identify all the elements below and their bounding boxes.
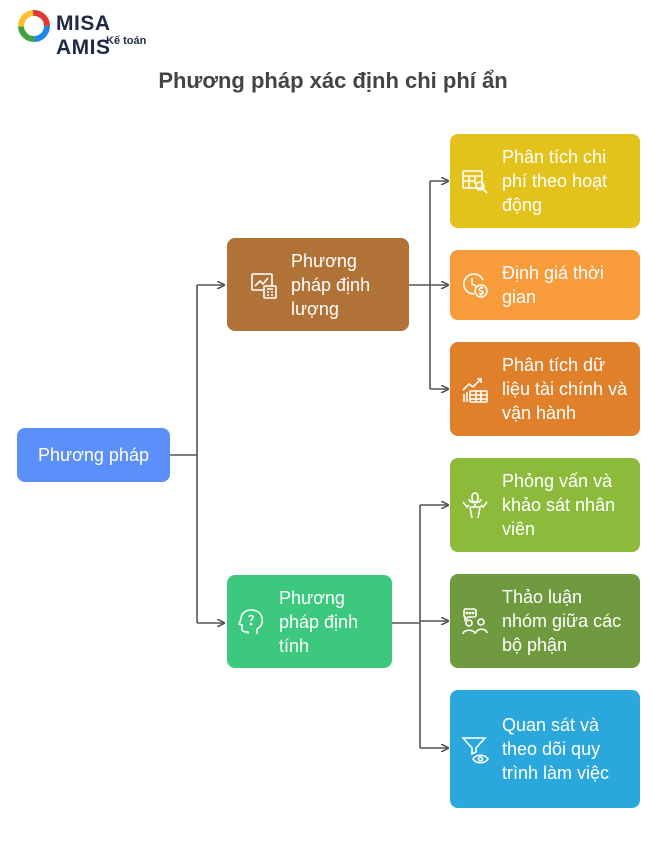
microphone-person-icon [460,490,490,520]
node-root: Phương pháp [17,428,170,482]
node-qualitative-label: Phương pháp định tính [279,587,359,656]
node-time-pricing: Định giá thời gian [450,250,640,320]
node-data-analysis: Phân tích dữ liệu tài chính và vận hành [450,342,640,436]
chart-calculator-icon [249,270,279,300]
misa-logo-icon [18,10,50,42]
node-quantitative: Phương pháp định lượng [227,238,409,331]
head-question-icon [237,607,267,637]
node-qualitative: Phương pháp định tính [227,575,392,668]
brand-logo: MISA AMIS Kế toán [18,10,168,59]
page-title: Phương pháp xác định chi phí ẩn [158,68,508,93]
brand-name: MISA AMIS [56,12,111,59]
clock-dollar-icon [460,270,490,300]
node-activity-cost-label: Phân tích chi phí theo hoạt động [502,147,608,215]
table-search-icon [460,166,490,196]
node-discussion-label: Thảo luận nhóm giữa các bộ phận [502,587,622,655]
node-discussion: Thảo luận nhóm giữa các bộ phận [450,574,640,668]
node-quantitative-label: Phương pháp định lượng [291,250,371,319]
node-data-analysis-label: Phân tích dữ liệu tài chính và vận hành [502,355,628,423]
funnel-eye-icon [460,734,490,764]
node-activity-cost: Phân tích chi phí theo hoạt động [450,134,640,228]
group-chat-icon [460,606,490,636]
node-root-label: Phương pháp [38,445,149,465]
node-observation-label: Quan sát và theo dõi quy trình làm việc [502,715,610,783]
node-observation: Quan sát và theo dõi quy trình làm việc [450,690,640,808]
node-interviews-label: Phỏng vấn và khảo sát nhân viên [502,471,616,539]
node-time-pricing-label: Định giá thời gian [502,263,604,307]
trend-chart-icon [460,374,490,404]
brand-subtitle: Kế toán [106,35,147,47]
node-interviews: Phỏng vấn và khảo sát nhân viên [450,458,640,552]
